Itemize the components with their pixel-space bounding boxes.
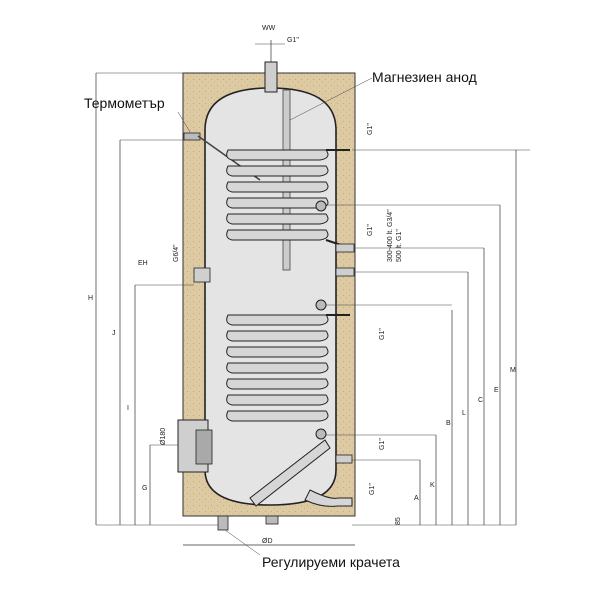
electric-heater-port [193,267,211,283]
magnesium-anode [282,77,373,271]
dim-letter-g: G [142,485,147,492]
upper-coil-return-port [335,243,355,253]
dim-letter-l: L [462,410,466,417]
dim-letter-b: B [446,420,451,427]
dim-letter-e: E [494,387,499,394]
dim-letter-i: I [127,405,129,412]
upper-heat-exchanger-coil [226,149,351,249]
ww-label: WW [262,25,276,32]
flange-diameter-label: Ø180 [160,428,167,445]
eh-label: EH [138,260,148,267]
right-dimension-lines [326,149,530,526]
feet-callout: Регулируеми крачета [262,554,400,570]
upper-coil-bottom-thread-label: G1" [367,224,374,236]
adjustable-feet [217,515,279,556]
upper-coil-top-thread-label: G1" [367,123,374,135]
recirculation-port [335,267,355,277]
lower-coil-bottom-thread-label: G1" [379,438,386,450]
drain-thread-label: G1" [369,483,376,495]
thermometer-callout: Термометър [84,95,165,111]
dim-letter-c: C [478,397,483,404]
recirculation-thread-line1: 300-400 lt. G3/4" [387,209,394,262]
lower-coil-port [315,428,327,440]
left-dimension-lines [95,72,218,526]
dim-letter-a: A [414,495,419,502]
eh-thread-label: G6/4" [173,244,180,262]
dim-letter-k: K [430,482,435,489]
upper-coil-port [315,200,327,212]
anode-callout: Магнезиен анод [372,69,477,85]
hot-water-outlet: WW G1" [255,25,299,93]
ww-thread-label: G1" [287,37,299,44]
lower-coil-top-thread-label: G1" [379,328,386,340]
recirculation-thread-line2: 500 lt. G1" [396,229,403,262]
foot-height-label: 85 [395,517,402,525]
inspection-flange [177,419,213,473]
dim-letter-h: H [88,295,93,302]
lower-coil-upper-port [315,299,327,311]
base-diameter-label: ØD [262,538,273,545]
cold-water-inlet-pipe [249,439,353,507]
dim-letter-j: J [112,330,116,337]
drain-pipe [304,489,353,507]
dim-letter-m: M [510,367,516,374]
lower-heat-exchanger-coil [226,314,350,422]
